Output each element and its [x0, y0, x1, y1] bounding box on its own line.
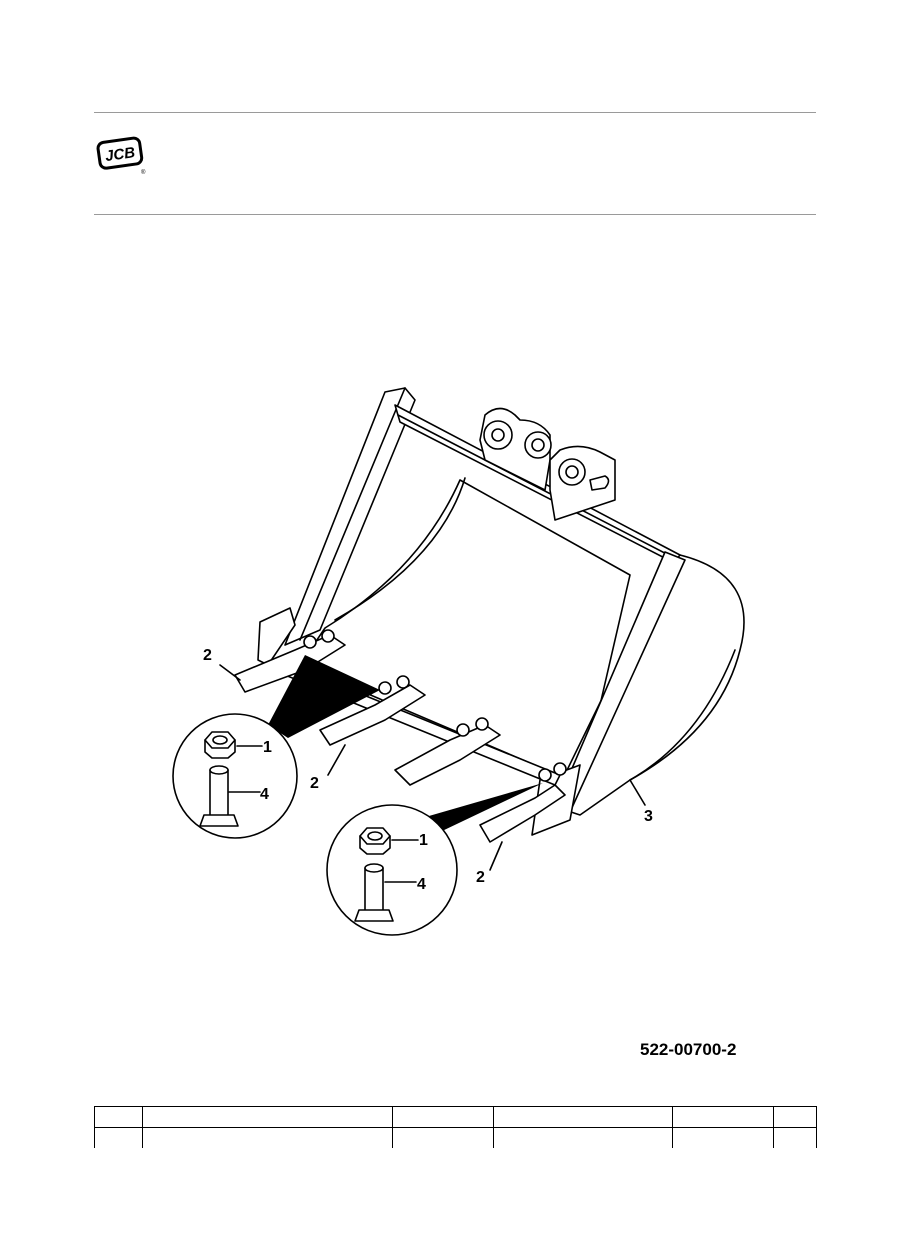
callout-2-right: 2: [476, 869, 485, 886]
table-row: [94, 1106, 817, 1128]
table-cell: [392, 1127, 494, 1148]
left-side-cutter: [257, 607, 296, 666]
leader-2-topleft: [219, 664, 241, 681]
table-cell: [392, 1106, 494, 1128]
callout-1-left: 1: [263, 739, 272, 756]
registered-mark: ®: [141, 169, 146, 176]
header-top-rule: [94, 112, 816, 113]
callout-3: 3: [644, 808, 653, 825]
detail-leader-left: [268, 655, 380, 738]
bucket-exploded-diagram: 1 4 1 4 2 2 2 3: [172, 387, 745, 936]
leader-2-middle: [327, 744, 346, 776]
table-cell: [493, 1127, 673, 1148]
table-cell: [672, 1127, 774, 1148]
table-cell: [672, 1106, 774, 1128]
table-cell: [94, 1127, 143, 1148]
callout-2-middle: 2: [310, 775, 319, 792]
bucket-mounting-brackets: [479, 407, 616, 521]
bucket-inner-curve: [334, 477, 466, 621]
table-cell: [142, 1127, 393, 1148]
table-cell: [493, 1106, 673, 1128]
detail-circle-left: [172, 713, 298, 839]
table-row: [94, 1127, 817, 1148]
callout-4-left: 4: [260, 786, 269, 803]
table-cell: [773, 1127, 817, 1148]
logo-text: JCB: [104, 144, 136, 165]
detail-leader-right: [422, 783, 543, 832]
adapter-bolts: [303, 629, 567, 782]
jcb-logo: JCB ®: [96, 136, 146, 176]
callout-2-topleft: 2: [203, 647, 212, 664]
table-cell: [142, 1106, 393, 1128]
table-cell: [94, 1106, 143, 1128]
callout-4-right: 4: [417, 876, 426, 893]
leader-2-right: [489, 841, 503, 871]
header-bottom-rule: [94, 214, 816, 215]
callout-1-right: 1: [419, 832, 428, 849]
detail-circle-right: [326, 804, 458, 936]
bucket-left-side-plate: [284, 387, 416, 646]
leader-3: [629, 779, 646, 806]
parts-table: [94, 1106, 817, 1148]
table-cell: [773, 1106, 817, 1128]
figure-code: 522-00700-2: [640, 1040, 737, 1059]
bucket-teeth: [234, 634, 566, 843]
